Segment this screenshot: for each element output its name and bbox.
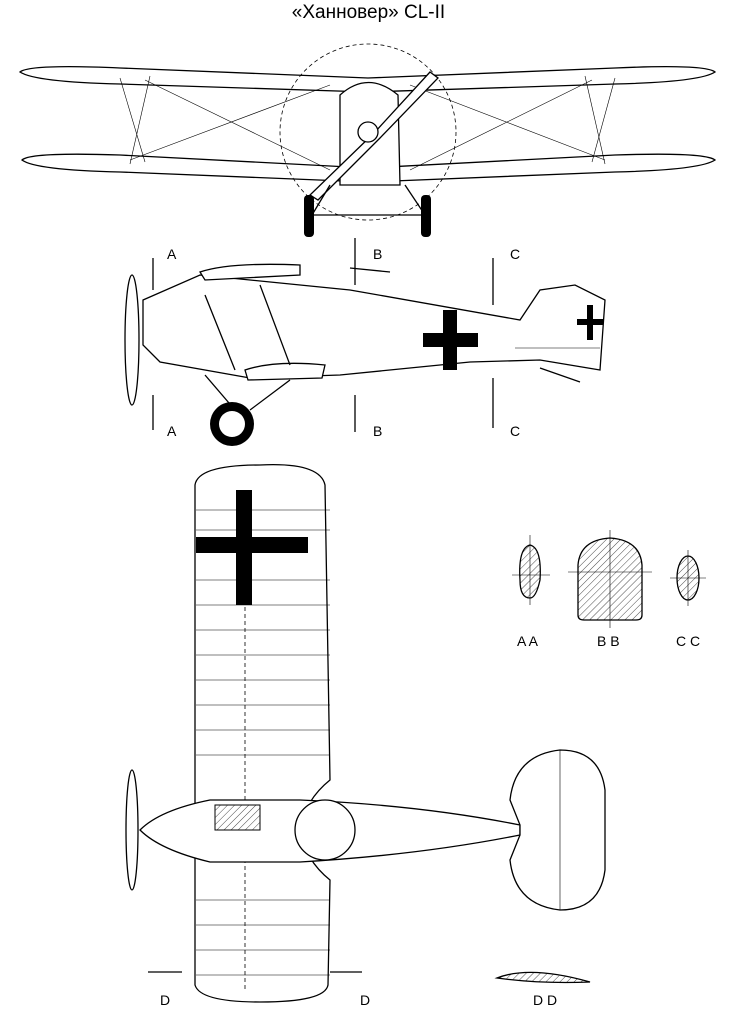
plan-view (125, 464, 606, 1003)
propeller-side (124, 274, 140, 406)
label-c-top: C (510, 246, 520, 262)
label-b-top: B (373, 246, 382, 262)
right-wheel (421, 195, 431, 237)
cross-sections (494, 530, 706, 984)
label-b-bottom: B (373, 423, 382, 439)
fuselage-side (142, 274, 606, 379)
section-labels: A B C A B C A A B B C C D D D D (160, 246, 700, 1008)
label-bb: B B (597, 633, 620, 649)
upper-wing (18, 66, 717, 93)
side-view (124, 238, 606, 446)
label-d-right: D (360, 992, 370, 1008)
label-a-bottom: A (167, 423, 177, 439)
label-d-left: D (160, 992, 170, 1008)
airfoil-section (494, 971, 591, 984)
label-cc: C C (676, 633, 700, 649)
front-view (18, 43, 717, 237)
propeller-plan (125, 769, 139, 891)
left-wheel (304, 195, 314, 237)
label-c-bottom: C (510, 423, 520, 439)
label-aa: A A (517, 633, 539, 649)
propeller-arc (279, 43, 457, 221)
label-dd: D D (533, 992, 557, 1008)
drawing-title: «Ханновер» CL-II (291, 2, 446, 23)
label-a-top: A (167, 246, 177, 262)
tailplane-plan (509, 749, 606, 911)
